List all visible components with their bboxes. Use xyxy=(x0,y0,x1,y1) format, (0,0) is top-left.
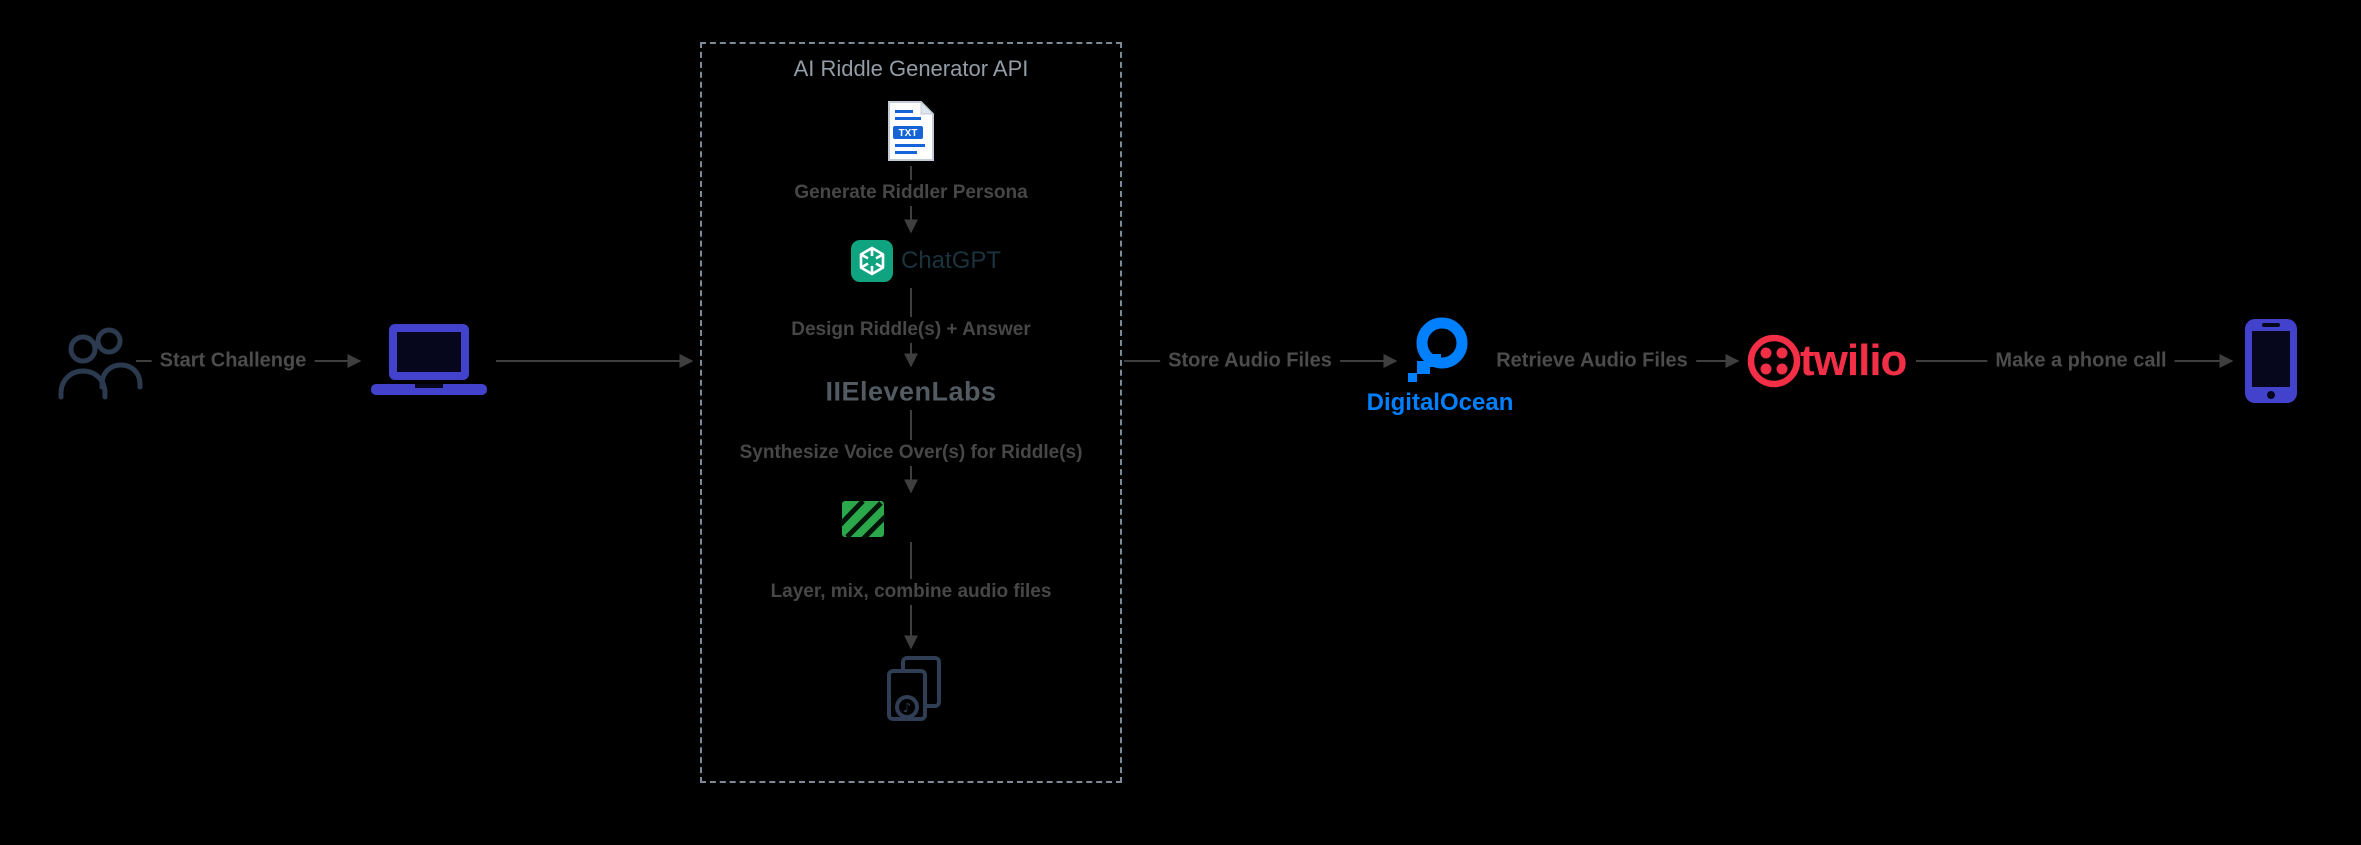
elevenlabs-logo: IIElevenLabs xyxy=(825,376,997,407)
step-label-generate-persona: Generate Riddler Persona xyxy=(786,180,1036,206)
smartphone-icon xyxy=(2245,319,2297,403)
edge-label-retrieve-audio-files: Retrieve Audio Files xyxy=(1488,347,1696,375)
twilio-label: twilio xyxy=(1800,336,1907,385)
step-label-design-riddles: Design Riddle(s) + Answer xyxy=(783,317,1039,343)
api-box-title: AI Riddle Generator API xyxy=(793,56,1029,81)
laptop-icon xyxy=(371,324,487,395)
users-icon xyxy=(58,327,143,400)
chatgpt-label: ChatGPT xyxy=(901,247,1002,274)
txt-file-icon: TXT xyxy=(888,100,935,161)
audio-files-icon: ♪ xyxy=(887,656,941,721)
step-label-layer-mix: Layer, mix, combine audio files xyxy=(762,579,1060,605)
api-box: AI Riddle Generator API xyxy=(700,42,1122,783)
edge-label-make-a-phone-call: Make a phone call xyxy=(1987,347,2175,375)
digitalocean-icon xyxy=(1408,317,1468,382)
chatgpt-icon xyxy=(851,240,893,282)
ffmpeg-icon xyxy=(841,500,885,538)
step-label-synthesize-voice: Synthesize Voice Over(s) for Riddle(s) xyxy=(731,440,1091,466)
twilio-icon xyxy=(1747,334,1801,388)
txt-badge-text: TXT xyxy=(899,128,918,139)
edge-label-store-audio-files: Store Audio Files xyxy=(1160,347,1340,375)
edge-label-start-challenge: Start Challenge xyxy=(151,347,315,375)
music-note-glyph: ♪ xyxy=(903,701,911,716)
digitalocean-label: DigitalOcean xyxy=(1366,389,1514,416)
